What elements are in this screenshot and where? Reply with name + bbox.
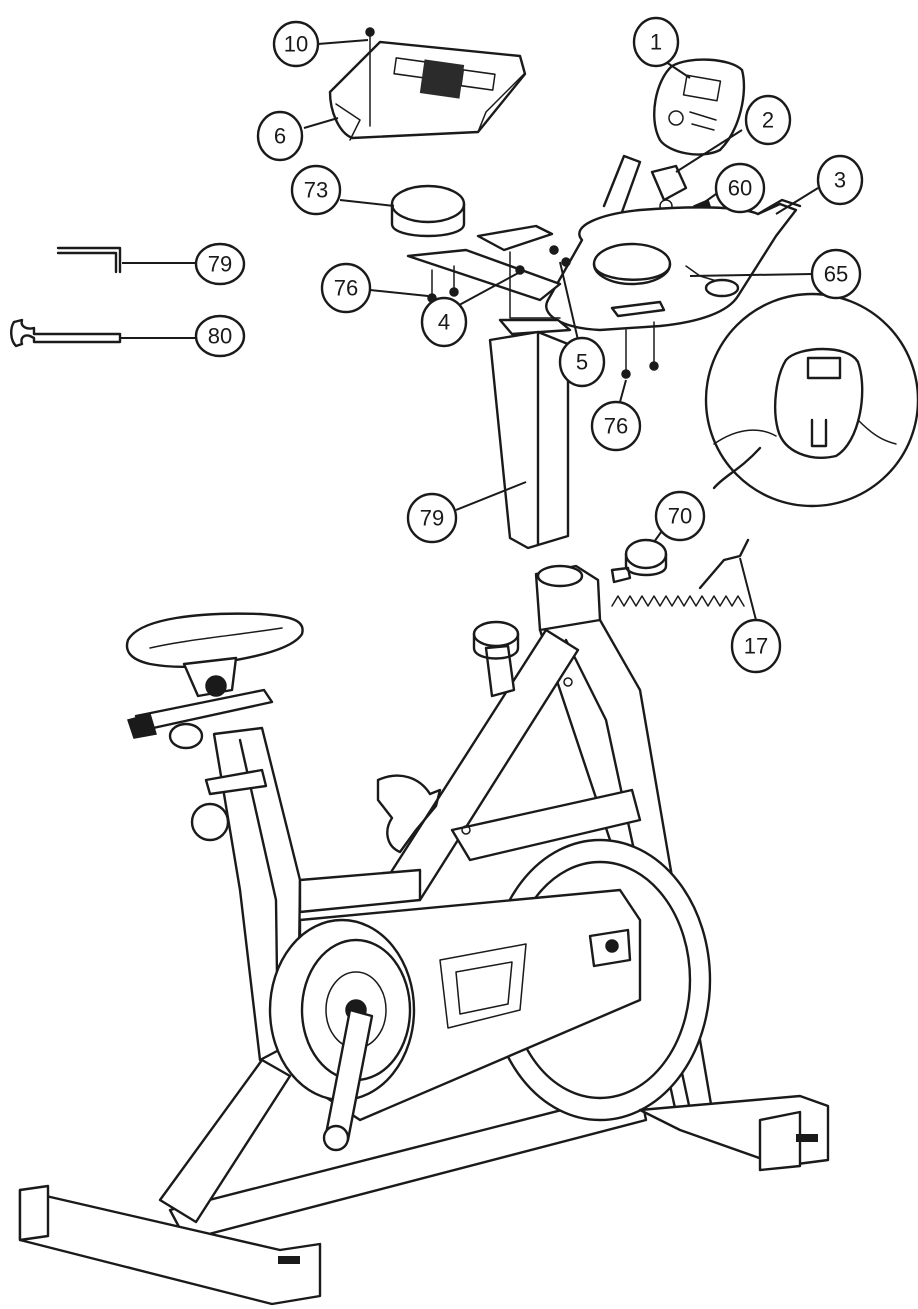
callout-79-stem-label: 79 [420, 506, 444, 531]
callout-60: 60 [714, 162, 766, 214]
callout-2-label: 2 [762, 108, 774, 133]
console-monitor [653, 58, 746, 156]
rear-stabilizer [638, 1094, 830, 1172]
callout-10-label: 10 [284, 32, 308, 57]
callout-6: 6 [256, 110, 304, 162]
callout-80: 80 [194, 314, 246, 358]
spanner-tool [10, 318, 122, 348]
callout-1-label: 1 [650, 30, 662, 55]
callout-5: 5 [558, 336, 606, 388]
leader-lines [120, 39, 819, 621]
callout-4-label: 4 [438, 310, 450, 335]
hex-key-tool [56, 246, 122, 274]
callout-10: 10 [272, 20, 320, 68]
handlebar-stem-post [488, 330, 570, 550]
callout-79-tool-label: 79 [208, 252, 232, 277]
handlebar-stem-bracket [406, 224, 666, 379]
callout-76-right-label: 76 [604, 414, 628, 439]
saddle [125, 612, 304, 698]
callout-5-label: 5 [576, 350, 588, 375]
callout-76-left-label: 76 [334, 276, 358, 301]
callout-1: 1 [632, 16, 680, 68]
callout-17: 17 [730, 618, 782, 674]
callout-3-label: 3 [834, 168, 846, 193]
callout-2: 2 [744, 94, 792, 146]
callout-65: 65 [810, 248, 862, 300]
callout-70-label: 70 [668, 504, 692, 529]
handlebar-tray [328, 27, 527, 141]
tension-spring [611, 538, 750, 607]
console-bracket [650, 164, 711, 214]
detail-magnifier [704, 292, 918, 508]
callout-65-label: 65 [824, 262, 848, 287]
callout-79-tool: 79 [194, 242, 246, 286]
callout-3: 3 [816, 154, 864, 206]
callout-4: 4 [420, 296, 468, 348]
seat-slider [127, 688, 274, 842]
callout-60-label: 60 [728, 176, 752, 201]
callout-80-label: 80 [208, 324, 232, 349]
callout-79-stem: 79 [406, 492, 458, 544]
callout-70: 70 [654, 490, 706, 542]
resistance-knob [610, 538, 668, 584]
callout-76-left: 76 [320, 262, 372, 314]
callout-76-right: 76 [590, 400, 642, 452]
front-stabilizer [18, 1184, 322, 1306]
callout-73-label: 73 [304, 178, 328, 203]
callout-17-label: 17 [744, 634, 768, 659]
callout-73: 73 [290, 164, 342, 216]
callout-6-label: 6 [274, 124, 286, 149]
bottle-holder [376, 774, 442, 854]
crank-set [268, 918, 416, 1152]
elbow-pad-left [390, 184, 466, 238]
